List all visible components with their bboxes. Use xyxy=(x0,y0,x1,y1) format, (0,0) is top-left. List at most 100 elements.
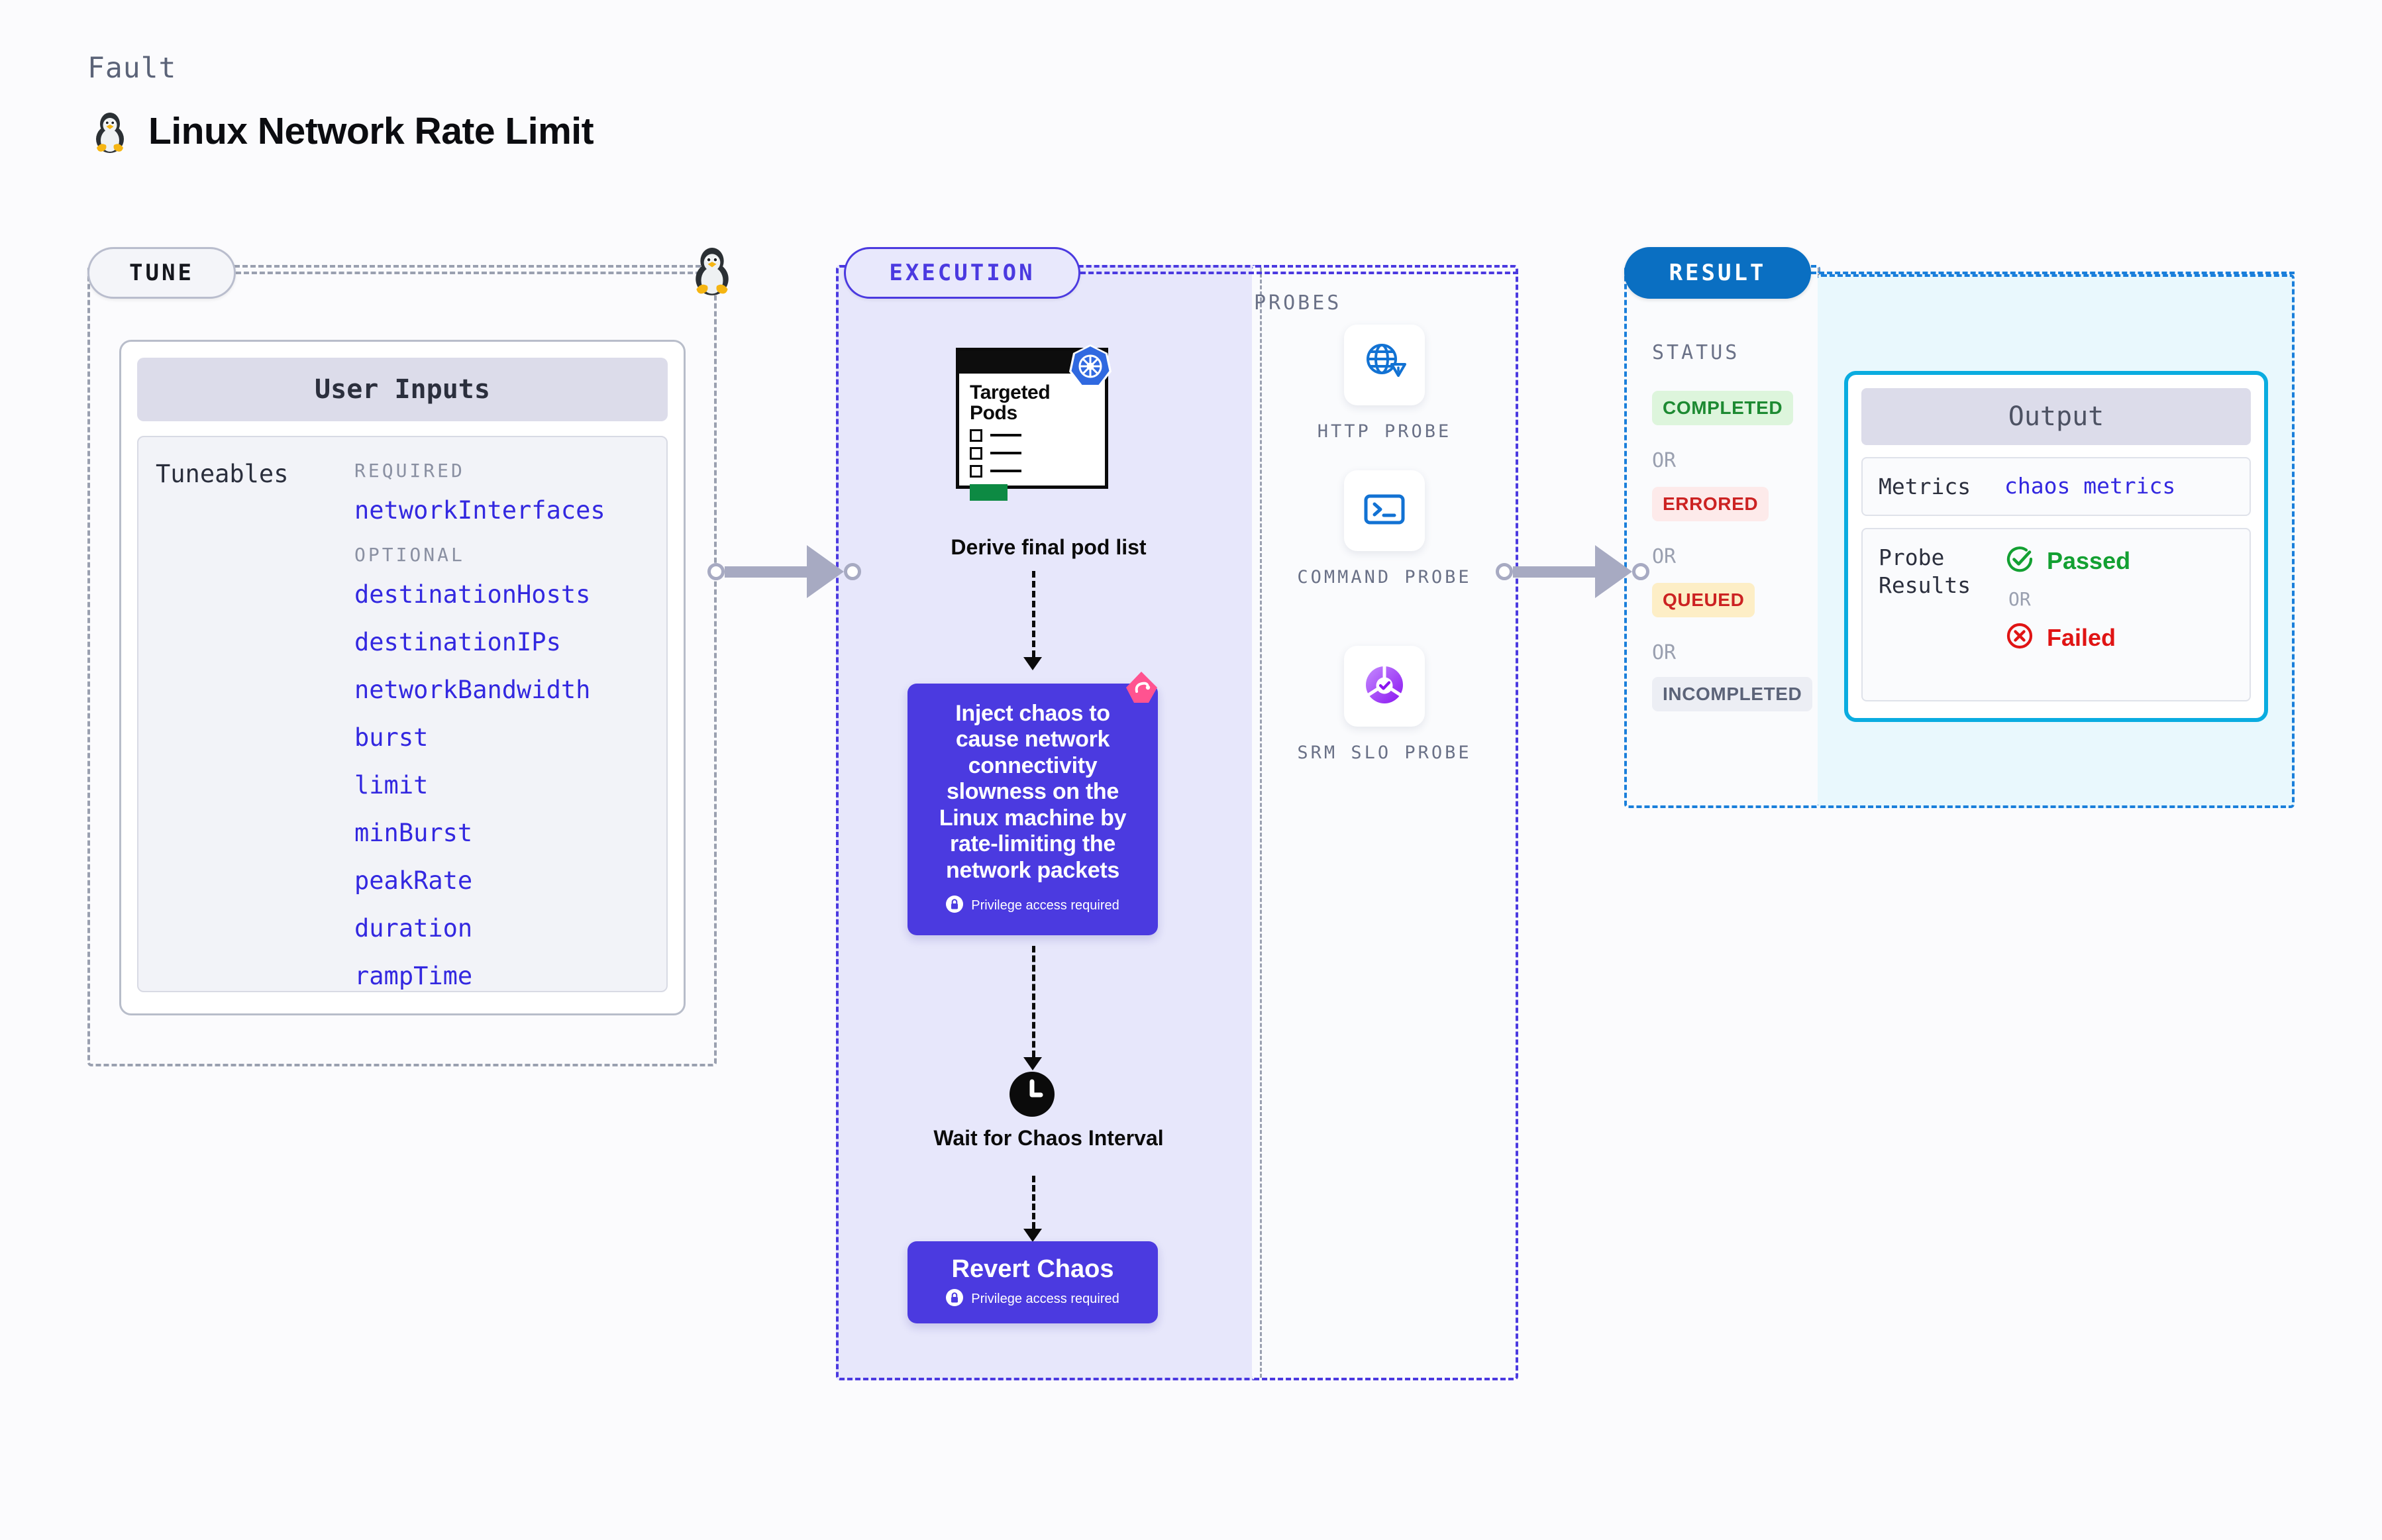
check-circle-icon xyxy=(2004,544,2035,578)
user-inputs-card: User Inputs Tuneables REQUIRED networkIn… xyxy=(119,340,686,1015)
probe-results-key: Probe Results xyxy=(1879,544,1971,598)
tuneable-ramptime[interactable]: rampTime xyxy=(354,962,473,990)
flow-line-3 xyxy=(1032,1176,1035,1229)
kubernetes-helm-icon xyxy=(1066,342,1114,393)
privilege-note-text: Privilege access required xyxy=(971,898,1119,913)
group-label-optional: OPTIONAL xyxy=(354,544,465,566)
clock-icon xyxy=(1010,1072,1055,1120)
group-label-required: REQUIRED xyxy=(354,460,465,482)
tuneable-networkinterfaces[interactable]: networkInterfaces xyxy=(354,496,605,525)
page-title: Linux Network Rate Limit xyxy=(148,110,594,152)
probe-result-failed: Failed xyxy=(2004,621,2130,654)
tux-penguin-icon xyxy=(91,109,129,153)
metrics-key: Metrics xyxy=(1879,474,1971,499)
pods-progress-bar xyxy=(970,484,1008,501)
tune-region xyxy=(87,265,717,1066)
connector-bar xyxy=(725,566,808,578)
privilege-note-row: Privilege access required xyxy=(926,896,1139,916)
revert-privilege-row: Privilege access required xyxy=(946,1289,1119,1309)
connector-bar xyxy=(1513,566,1596,578)
pods-line xyxy=(990,470,1021,473)
probe-command[interactable]: COMMAND PROBE xyxy=(1285,470,1484,589)
terminal-icon xyxy=(1360,485,1409,537)
probe-result-passed: Passed xyxy=(2004,544,2130,578)
tuneable-networkbandwidth[interactable]: networkBandwidth xyxy=(354,676,591,704)
flow-arrow-1 xyxy=(1023,657,1042,670)
execution-section-pill[interactable]: EXECUTION xyxy=(844,247,1080,299)
status-badge-completed: COMPLETED xyxy=(1652,391,1794,425)
connector-start-dot xyxy=(1496,563,1513,580)
tux-penguin-marker-icon xyxy=(690,244,734,299)
wait-for-chaos-caption: Wait for Chaos Interval xyxy=(933,1126,1164,1150)
litmus-chaos-icon xyxy=(1122,670,1161,708)
probes-region xyxy=(1252,265,1518,1380)
tuneable-peakrate[interactable]: peakRate xyxy=(354,866,473,895)
connector-arrowhead xyxy=(1595,545,1632,598)
probe-name: COMMAND PROBE xyxy=(1297,567,1472,588)
revert-chaos-title: Revert Chaos xyxy=(951,1255,1114,1283)
flow-arrow-2 xyxy=(1023,1057,1042,1070)
tuneable-minburst[interactable]: minBurst xyxy=(354,819,473,847)
probes-label: PROBES xyxy=(1254,291,1342,315)
pods-line xyxy=(990,434,1021,437)
connector-end-dot xyxy=(1632,563,1649,580)
status-label: STATUS xyxy=(1652,341,1740,364)
tune-leader-line xyxy=(236,272,717,274)
user-inputs-title: User Inputs xyxy=(137,358,668,421)
pods-checkbox xyxy=(970,464,982,478)
flow-line-1 xyxy=(1032,571,1035,657)
connector-start-dot xyxy=(707,563,725,580)
revert-chaos-step[interactable]: Revert Chaos Privilege access required xyxy=(907,1241,1158,1323)
probe-tile xyxy=(1344,470,1425,551)
tuneable-limit[interactable]: limit xyxy=(354,771,429,799)
pods-line xyxy=(990,452,1021,455)
status-badge-errored: ERRORED xyxy=(1652,487,1769,521)
result-leader-line xyxy=(1811,272,2295,274)
connector-end-dot xyxy=(844,563,861,580)
passed-label: Passed xyxy=(2047,546,2131,574)
x-circle-icon xyxy=(2004,621,2035,654)
pods-checkbox xyxy=(970,446,982,460)
slo-donut-check-icon xyxy=(1360,660,1409,713)
tuneable-duration[interactable]: duration xyxy=(354,914,473,943)
probe-name: HTTP PROBE xyxy=(1317,421,1452,442)
tuneables-panel: Tuneables REQUIRED networkInterfaces OPT… xyxy=(137,436,668,992)
revert-privilege-text: Privilege access required xyxy=(971,1292,1119,1306)
lock-icon xyxy=(946,896,964,916)
output-card: Output Metrics chaos metrics Probe Resul… xyxy=(1844,371,2268,722)
inject-chaos-text: Inject chaos to cause network connectivi… xyxy=(939,701,1127,883)
inject-chaos-step[interactable]: Inject chaos to cause network connectivi… xyxy=(907,684,1158,935)
probe-http[interactable]: HTTP PROBE xyxy=(1285,325,1484,443)
status-or-3: OR xyxy=(1652,641,1677,664)
probe-result-or: OR xyxy=(2008,588,2031,611)
pods-checkbox xyxy=(970,429,982,442)
probe-results-values: Passed OR Failed xyxy=(2004,544,2130,686)
pods-card-title: Targeted Pods xyxy=(970,382,1051,424)
tuneable-destinationips[interactable]: destinationIPs xyxy=(354,628,561,656)
status-or-2: OR xyxy=(1652,545,1677,568)
lock-icon xyxy=(946,1289,964,1309)
flow-arrow-3 xyxy=(1023,1229,1042,1242)
failed-label: Failed xyxy=(2047,623,2116,651)
globe-warning-icon xyxy=(1360,339,1409,391)
result-section-pill[interactable]: RESULT xyxy=(1624,247,1811,299)
probe-results-row: Probe Results Passed OR xyxy=(1861,528,2251,702)
metrics-row: Metrics chaos metrics xyxy=(1861,457,2251,517)
metrics-value[interactable]: chaos metrics xyxy=(2004,473,2176,499)
status-badge-incompleted: INCOMPLETED xyxy=(1652,677,1813,711)
status-or-1: OR xyxy=(1652,449,1677,472)
tune-section-pill[interactable]: TUNE xyxy=(87,247,236,299)
tuneable-burst[interactable]: burst xyxy=(354,723,429,752)
flow-line-2 xyxy=(1032,946,1035,1057)
probe-name: SRM SLO PROBE xyxy=(1297,743,1472,763)
connector-arrowhead xyxy=(807,545,844,598)
derive-pod-list-caption: Derive final pod list xyxy=(951,535,1147,559)
connector-execution-to-result xyxy=(1496,545,1649,598)
probe-tile xyxy=(1344,646,1425,727)
probes-divider xyxy=(1260,268,1262,1378)
page-eyebrow: Fault xyxy=(87,52,177,85)
probe-srm-slo[interactable]: SRM SLO PROBE xyxy=(1285,646,1484,764)
tuneable-destinationhosts[interactable]: destinationHosts xyxy=(354,580,591,609)
probe-tile xyxy=(1344,325,1425,405)
